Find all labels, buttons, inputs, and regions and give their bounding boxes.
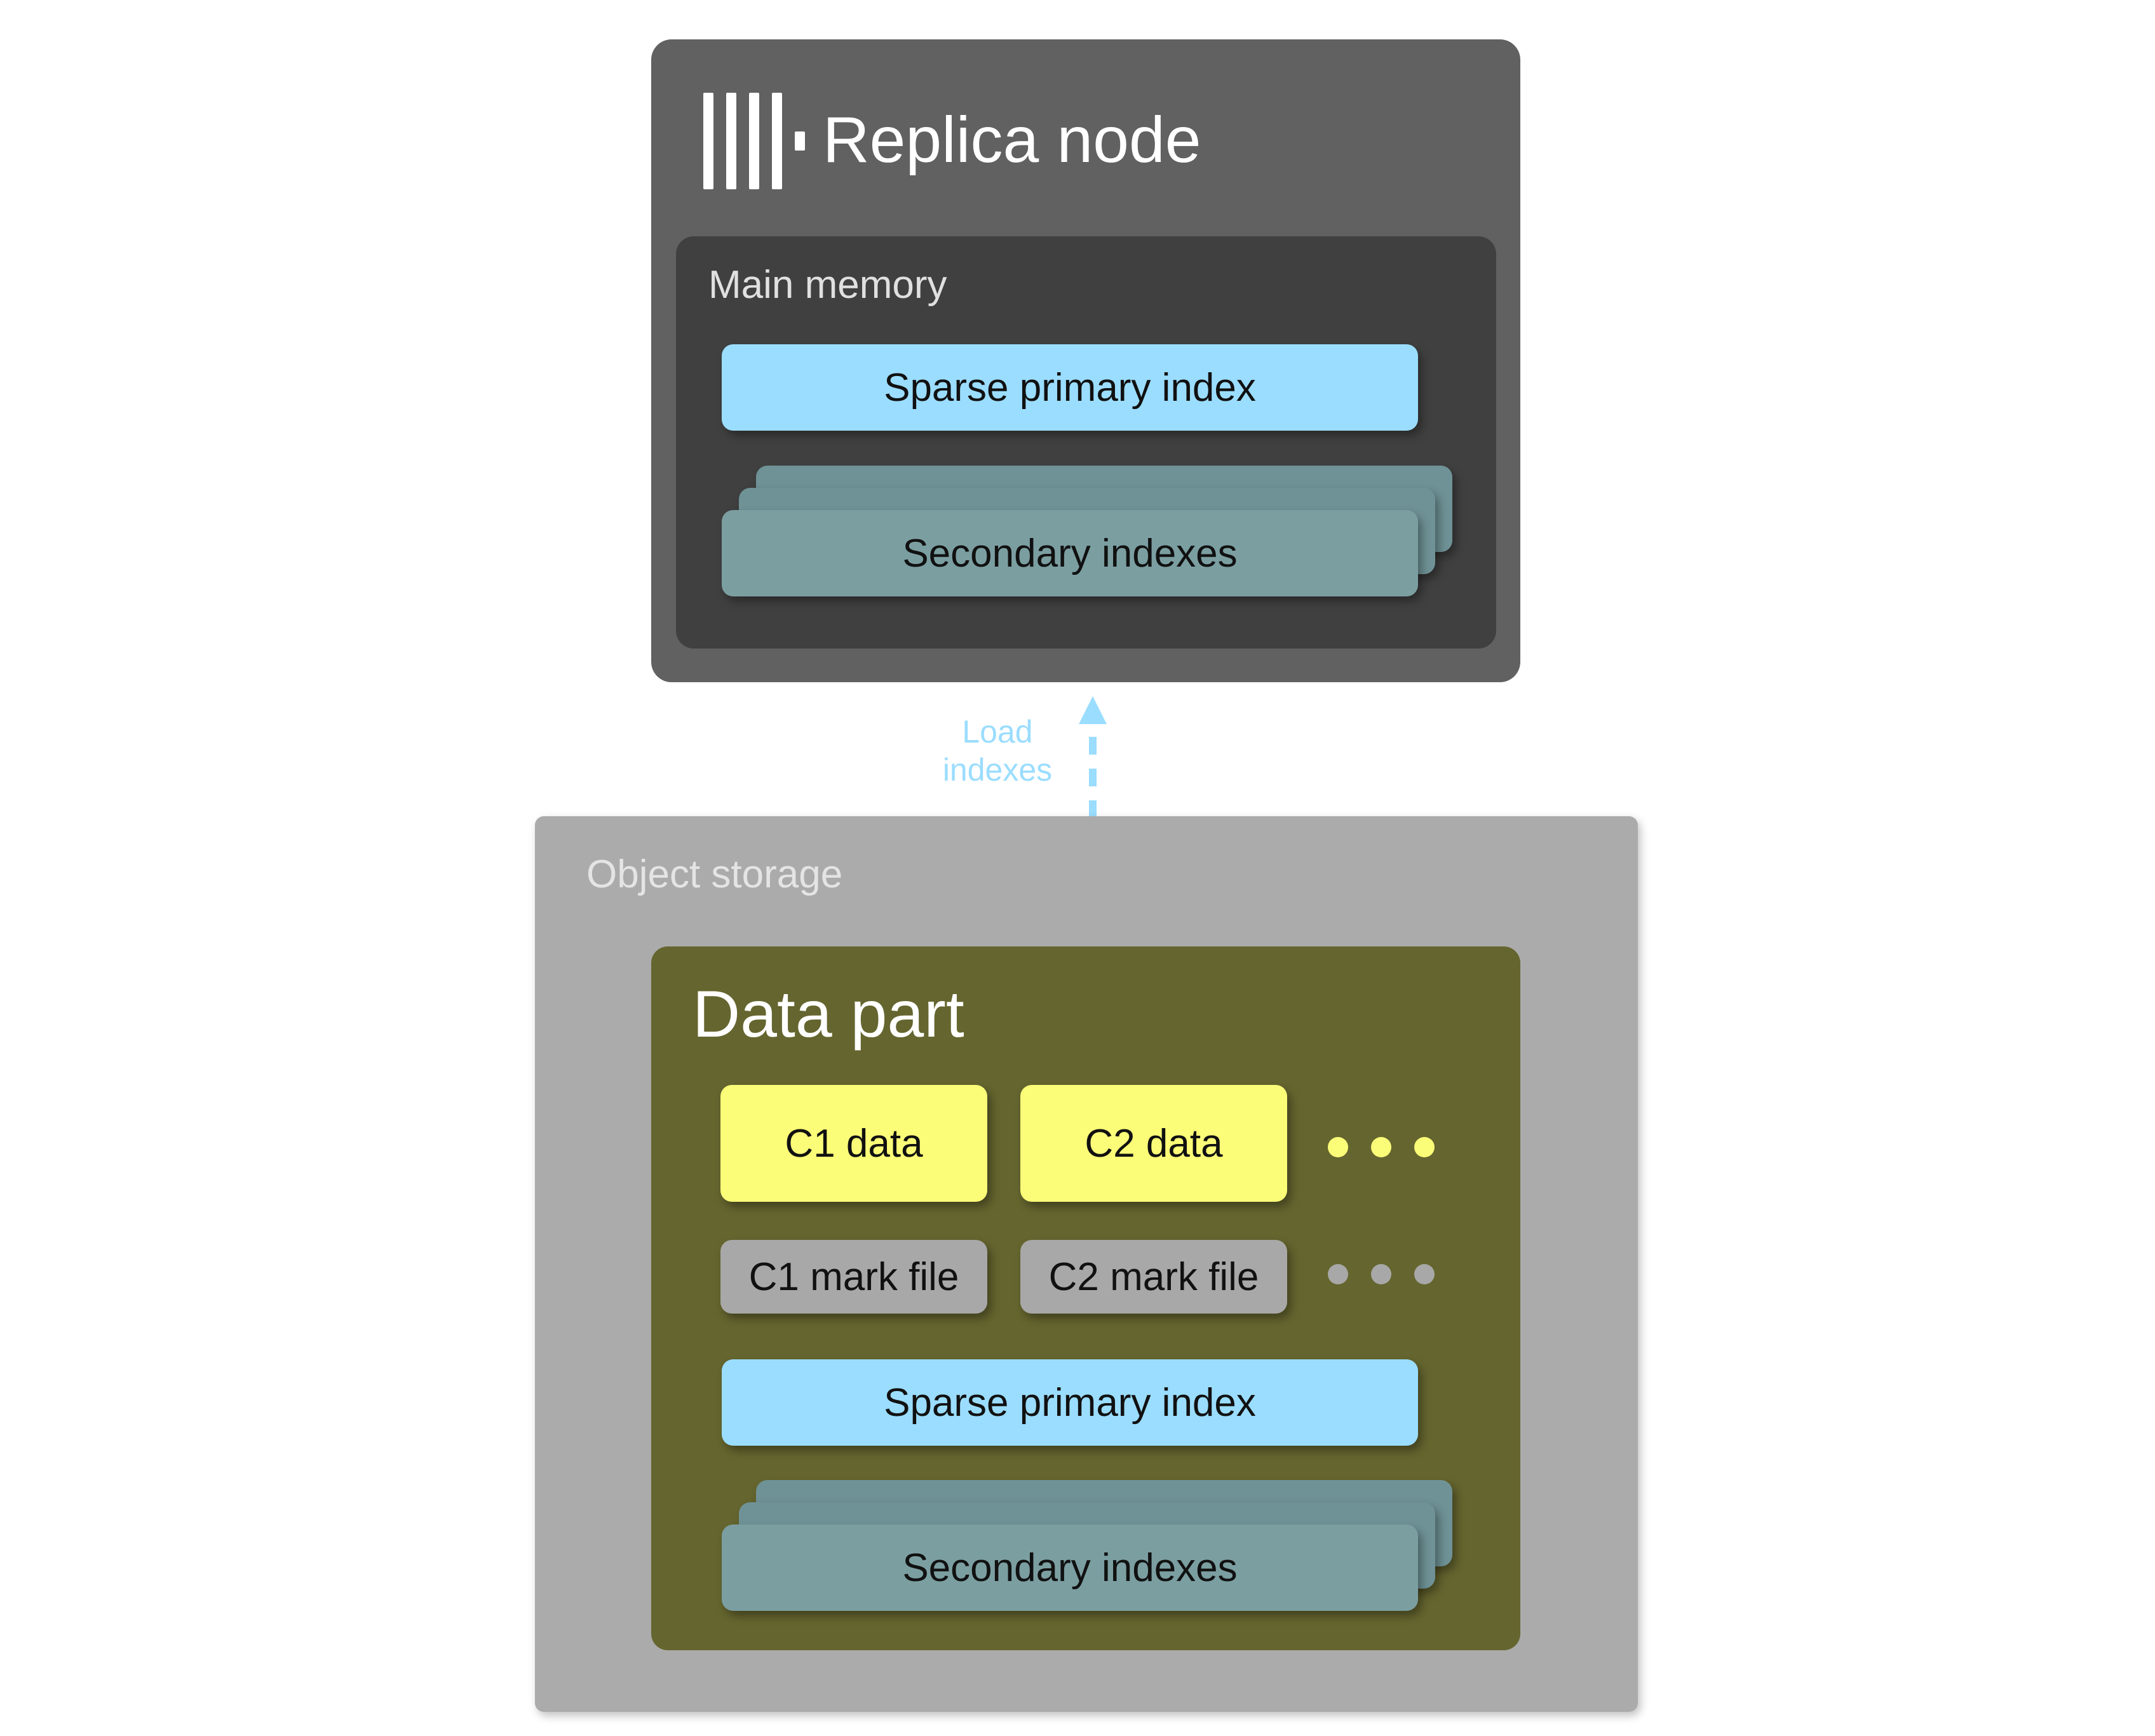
memory-sparse-primary-index: Sparse primary index — [722, 344, 1418, 431]
clickhouse-logo-icon — [703, 93, 805, 189]
main-memory-label: Main memory — [708, 263, 947, 307]
c2-mark-file: C2 mark file — [1020, 1240, 1287, 1314]
ellipsis-icon — [1328, 1264, 1442, 1289]
load-indexes-label: Load indexes — [915, 713, 1080, 789]
memory-secondary-indexes: Secondary indexes — [722, 510, 1418, 596]
c1-data: C1 data — [720, 1085, 987, 1202]
arrow-head-icon — [1079, 696, 1107, 724]
storage-secondary-indexes: Secondary indexes — [722, 1524, 1418, 1611]
object-storage-label: Object storage — [586, 852, 843, 896]
ellipsis-icon — [1328, 1137, 1442, 1162]
replica-node-title: Replica node — [823, 104, 1201, 176]
data-part-title: Data part — [692, 978, 964, 1051]
c1-mark-file: C1 mark file — [720, 1240, 987, 1314]
c2-data: C2 data — [1020, 1085, 1287, 1202]
load-indexes-label-line1: Load — [962, 714, 1033, 750]
load-indexes-label-line2: indexes — [942, 752, 1053, 788]
load-indexes-arrow — [1079, 696, 1107, 819]
storage-sparse-primary-index: Sparse primary index — [722, 1359, 1418, 1446]
